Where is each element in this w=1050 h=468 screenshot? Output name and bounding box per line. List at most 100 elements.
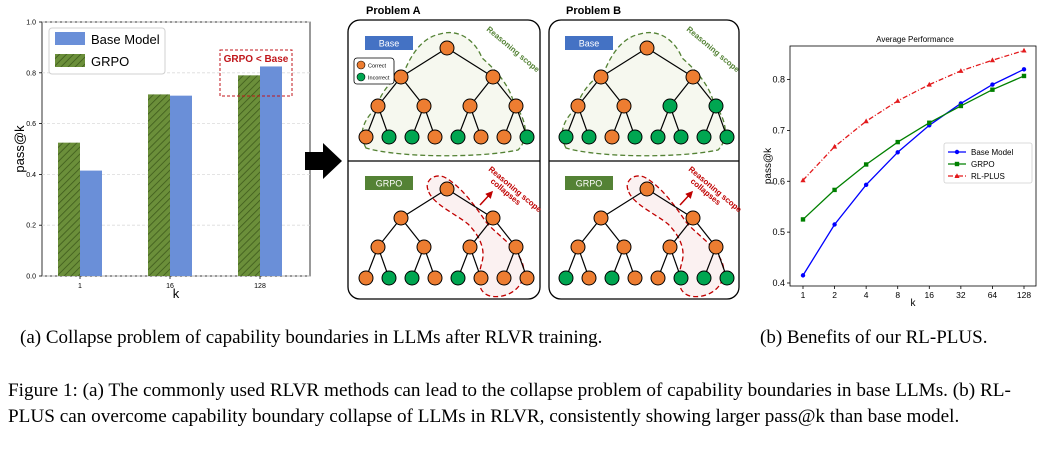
correct-node [508,239,524,255]
line-xtick-label: 16 [925,290,935,300]
bar-grpo [148,94,170,276]
incorrect-node [558,270,574,286]
problem-a-title: Problem A [366,5,421,17]
correct-node [593,69,609,85]
incorrect-node [673,129,689,145]
series-point-rl-plus [989,57,996,63]
correct-node [639,40,655,56]
series-point-grpo [800,217,806,222]
correct-node [685,210,701,226]
tree-edge [600,47,648,78]
line-xtick-label: 32 [956,290,966,300]
line-xtick-label: 1 [801,290,806,300]
series-point-grpo [927,120,932,125]
series-point-rl-plus [1021,47,1027,53]
series-point-base-model [863,182,869,188]
incorrect-node [404,129,420,145]
incorrect-node [719,270,735,286]
bar-ytick-label: 0.4 [26,172,36,179]
incorrect-node [381,129,397,145]
bar-grpo [58,142,80,276]
correct-node [370,239,386,255]
bar-legend-swatch-grpo [55,54,85,67]
problem-b-title: Problem B [566,5,621,17]
line-xtick-label: 8 [895,290,900,300]
legend-incorrect-label: Incorrect [368,76,390,82]
correct-node [662,239,678,255]
incorrect-node [558,129,574,145]
incorrect-node [519,129,535,145]
grpo-b-badge [565,176,613,190]
correct-node [393,69,409,85]
legend-label-grpo: GRPO [971,160,995,169]
correct-node [473,270,489,286]
line-chart-title: Average Performance [876,35,954,44]
tree-edge [600,188,648,219]
correct-node [393,210,409,226]
tree-edge [400,47,448,78]
legend-label-base-model: Base Model [971,148,1013,157]
bar-ytick-label: 0.2 [26,223,36,230]
correct-node [462,98,478,114]
subcaption-a: (a) Collapse problem of capability bound… [20,327,603,348]
line-ylabel: pass@k [763,147,774,184]
correct-node [627,270,643,286]
line-xtick-label: 128 [1017,290,1031,300]
series-point-grpo [958,103,964,109]
incorrect-node [673,270,689,286]
line-xlabel: k [911,298,917,309]
annotation-box [219,49,293,97]
series-point-rl-plus [863,118,869,124]
correct-node [639,181,655,197]
incorrect-node [708,98,724,114]
collapsed-scope-outline-a [426,175,525,298]
grpo-a-badge [365,176,413,190]
collapse-arrow [479,190,494,206]
incorrect-node [450,270,466,286]
series-point-rl-plus [831,143,838,149]
series-point-grpo [895,139,900,145]
bar-yticks: 0.00.20.40.60.81.0 [26,20,42,281]
correct-node [416,239,432,255]
correct-node [416,98,432,114]
line-xtick-label: 64 [988,290,998,300]
figure-caption: Figure 1: (a) The commonly used RLVR met… [8,380,1011,427]
line-ytick-label: 0.8 [772,75,785,85]
correct-node [358,129,374,145]
bar-ylabel: pass@k [12,125,27,173]
correct-node [519,270,535,286]
tree-edge [446,47,494,78]
bar-legend: Base Model GRPO [48,27,166,75]
correct-node [604,129,620,145]
collapse-arrow [679,190,694,206]
correct-node [570,98,586,114]
annotation-text: GRPO < Base [224,54,289,65]
incorrect-node [404,270,420,286]
reasoning-scope-outline-b [561,32,726,157]
bar-base-model [170,95,192,276]
line-xtick-label: 4 [864,290,869,300]
incorrect-node [696,129,712,145]
incorrect-node [381,270,397,286]
incorrect-node [581,129,597,145]
bar-base-model [260,66,282,276]
bar-legend-label-grpo: GRPO [91,54,129,69]
bar-xtick-label: 1 [78,283,82,290]
series-line-rl-plus [802,49,1025,181]
series-point-grpo [832,187,837,193]
series-point-base-model [990,82,995,87]
grpo-b-badge-label: GRPO [576,179,603,189]
legend-correct-dot [356,60,366,70]
bar-ytick-label: 0.8 [26,70,36,77]
bar-legend-label-base: Base Model [91,32,160,47]
series-point-rl-plus [895,98,901,103]
incorrect-node [650,129,666,145]
